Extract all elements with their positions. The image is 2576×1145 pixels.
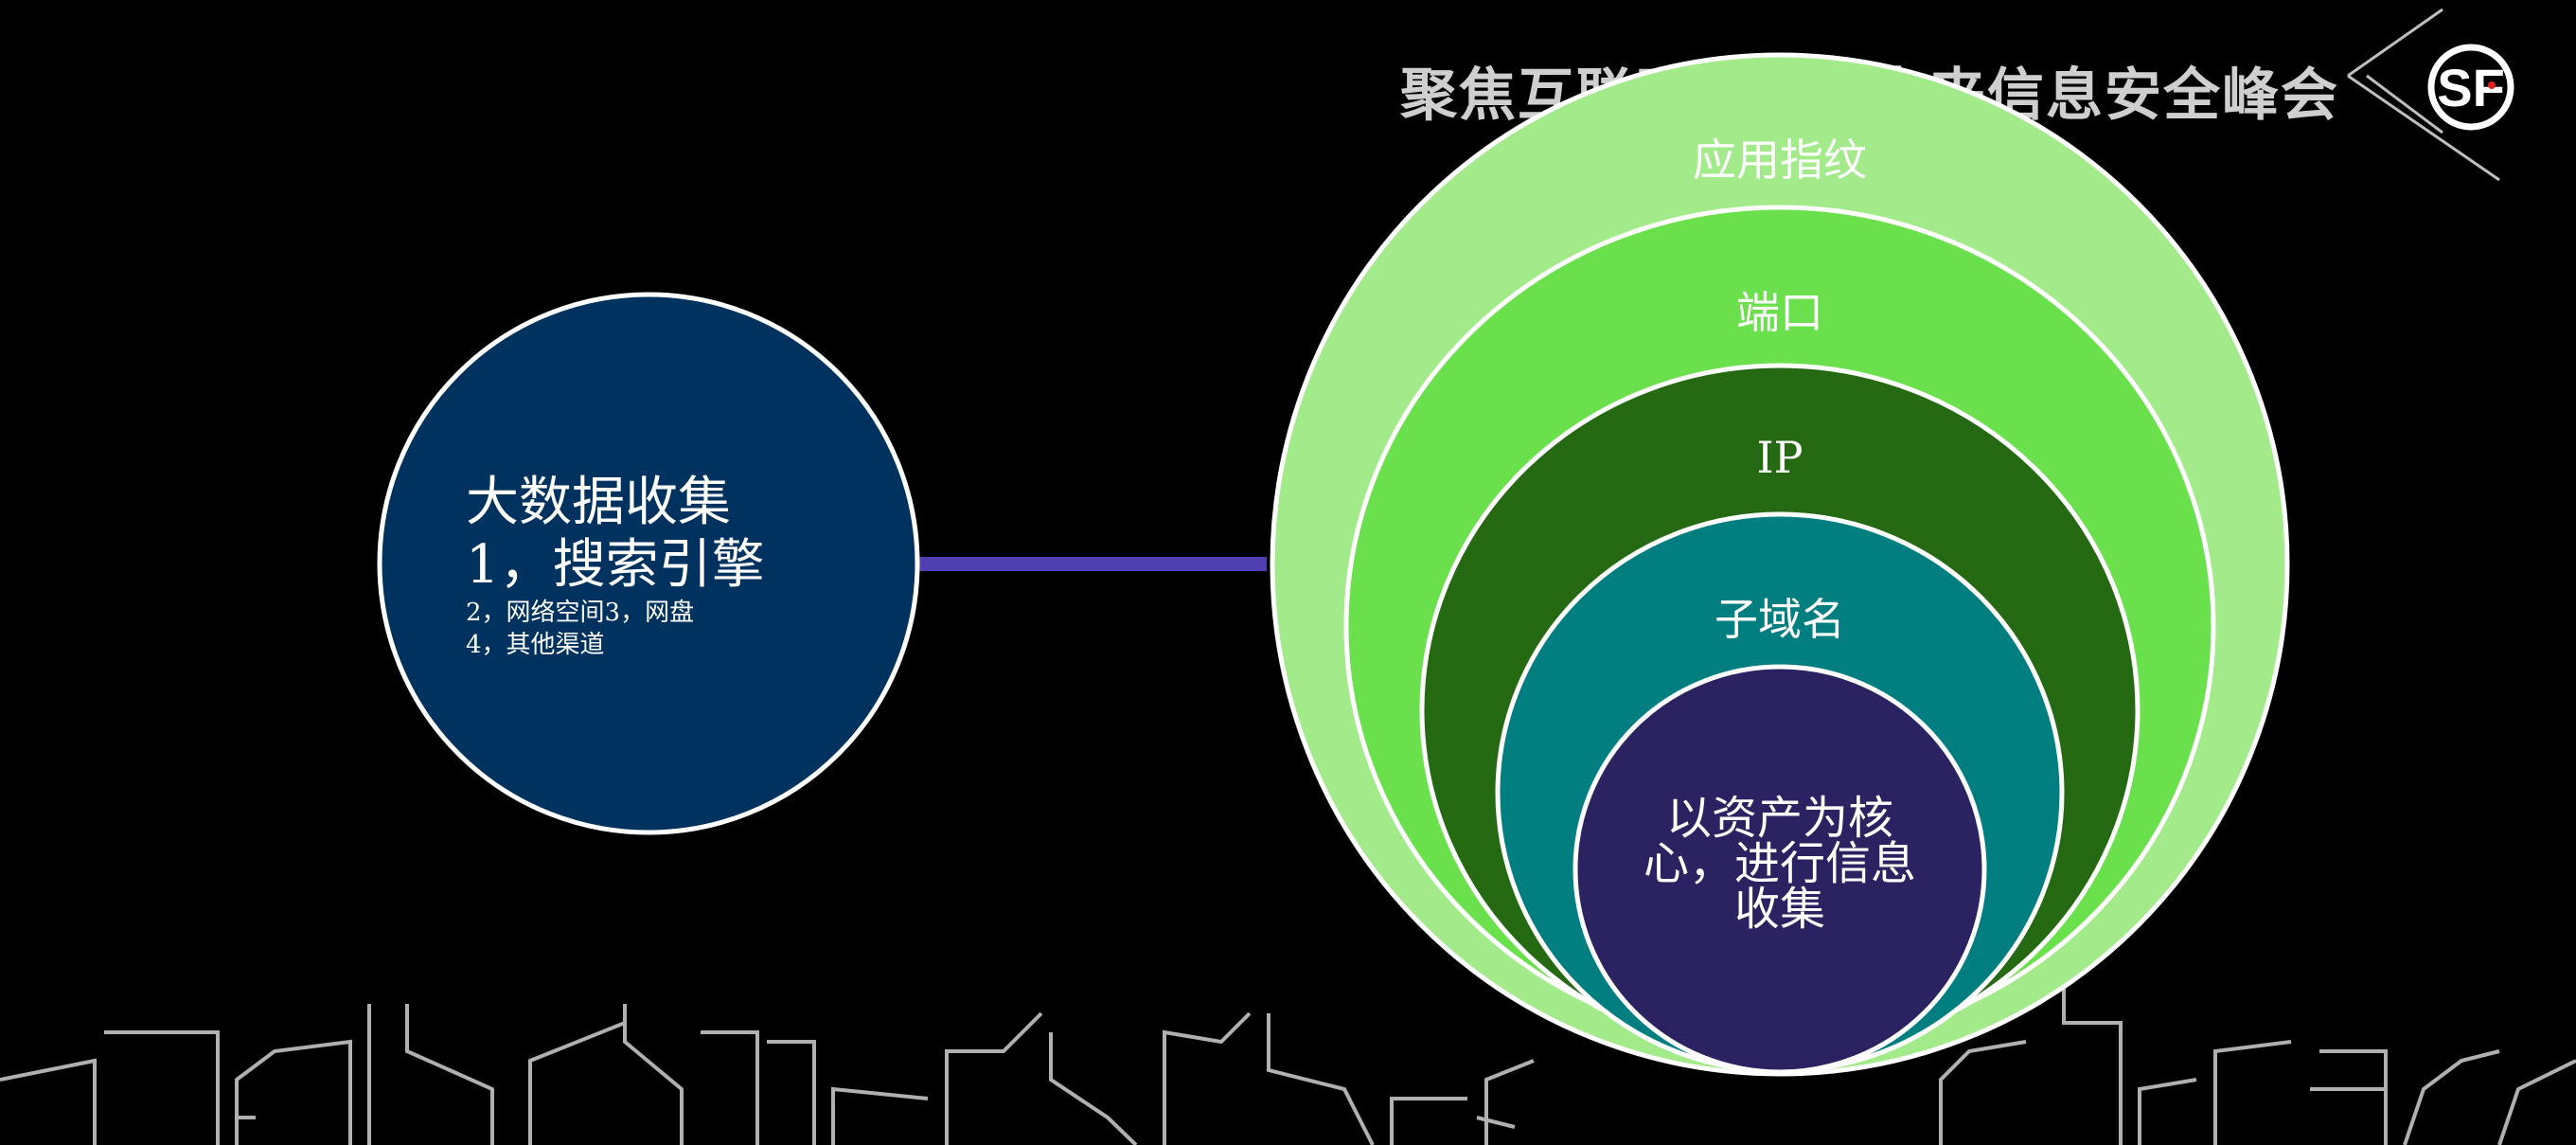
ring-label-ip: IP: [1756, 432, 1803, 483]
left-circle-text: 大数据收集 1，搜索引擎 2，网络空间3，网盘 4，其他渠道: [466, 472, 765, 661]
connector-line: [916, 557, 1267, 571]
ring-label-subdomain: 子域名: [1714, 594, 1845, 645]
left-circle-item-1: 1，搜索引擎: [466, 534, 765, 596]
core-text: 以资产为核心，进行信息收集: [1643, 792, 1916, 936]
left-circle: [377, 292, 920, 835]
core-circle: [1572, 664, 1987, 1075]
left-circle-title: 大数据收集: [466, 472, 731, 533]
left-circle-line-3: 4，其他渠道: [466, 631, 605, 659]
ring-label-app-fingerprint: 应用指纹: [1693, 134, 1867, 186]
left-circle-line-2: 2，网络空间3，网盘: [466, 599, 695, 627]
ring-label-port: 端口: [1736, 287, 1823, 338]
